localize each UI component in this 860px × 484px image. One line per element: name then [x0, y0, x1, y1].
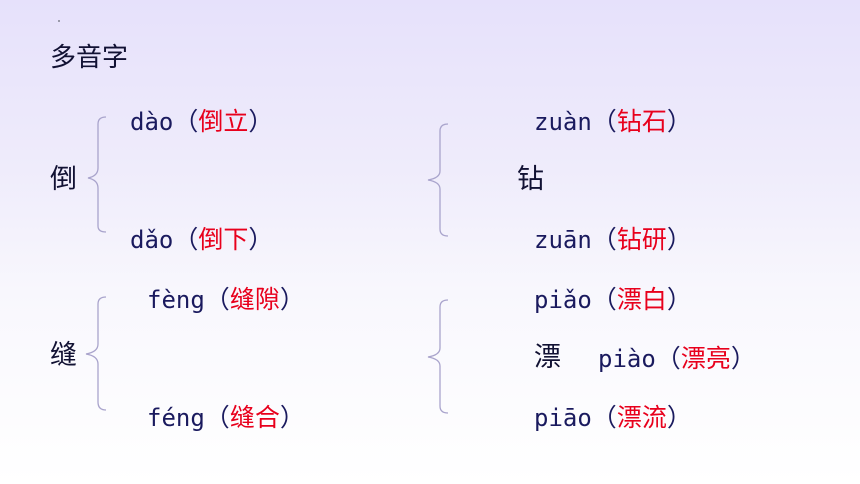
- reading-row: dào（倒立）: [130, 105, 273, 139]
- paren-open: （: [173, 225, 199, 254]
- pinyin: piāo: [534, 404, 592, 432]
- reading-row: zuān（钻研）: [534, 223, 692, 257]
- example-word: 倒下: [198, 225, 249, 254]
- brace-dao: [87, 116, 107, 233]
- decorative-dot: [58, 20, 60, 22]
- char-dao: 倒: [50, 164, 77, 195]
- pinyin: dào: [130, 108, 174, 136]
- char-piao: 漂: [534, 342, 561, 373]
- example-word: 漂白: [616, 285, 667, 314]
- paren-open: （: [591, 285, 617, 314]
- paren-close: ）: [666, 285, 692, 314]
- example-word: 倒立: [198, 107, 249, 136]
- example-word: 漂亮: [680, 344, 731, 373]
- pinyin: féng: [147, 404, 205, 432]
- pinyin: zuàn: [534, 108, 592, 136]
- paren-open: （: [591, 225, 617, 254]
- char-feng: 缝: [50, 340, 77, 371]
- paren-close: ）: [666, 225, 692, 254]
- reading-row: fèng（缝隙）: [147, 283, 305, 317]
- example-word: 钻研: [616, 225, 667, 254]
- paren-open: （: [204, 285, 230, 314]
- reading-row: piǎo（漂白）: [534, 283, 692, 317]
- example-word: 钻石: [616, 107, 667, 136]
- paren-close: ）: [666, 403, 692, 432]
- paren-open: （: [591, 107, 617, 136]
- paren-open: （: [204, 403, 230, 432]
- example-word: 漂流: [616, 403, 667, 432]
- paren-close: ）: [248, 225, 274, 254]
- pinyin: zuān: [534, 226, 592, 254]
- brace-zuan: [427, 123, 449, 237]
- page-title: 多音字: [50, 43, 129, 73]
- example-word: 缝隙: [229, 285, 280, 314]
- paren-open: （: [173, 107, 199, 136]
- paren-open: （: [591, 403, 617, 432]
- paren-close: ）: [279, 285, 305, 314]
- paren-close: ）: [248, 107, 274, 136]
- reading-row: dǎo（倒下）: [130, 223, 273, 257]
- paren-close: ）: [666, 107, 692, 136]
- paren-close: ）: [279, 403, 305, 432]
- pinyin: dǎo: [130, 226, 174, 254]
- reading-row: féng（缝合）: [147, 401, 305, 435]
- example-word: 缝合: [229, 403, 280, 432]
- brace-piao: [427, 299, 449, 414]
- brace-feng: [85, 296, 107, 411]
- pinyin: piào: [598, 345, 656, 373]
- paren-close: ）: [730, 344, 756, 373]
- pinyin: piǎo: [534, 286, 592, 314]
- reading-row: piào（漂亮）: [598, 342, 756, 376]
- char-zuan: 钻: [517, 164, 544, 195]
- reading-row: zuàn（钻石）: [534, 105, 692, 139]
- reading-row: piāo（漂流）: [534, 401, 692, 435]
- pinyin: fèng: [147, 286, 205, 314]
- paren-open: （: [655, 344, 681, 373]
